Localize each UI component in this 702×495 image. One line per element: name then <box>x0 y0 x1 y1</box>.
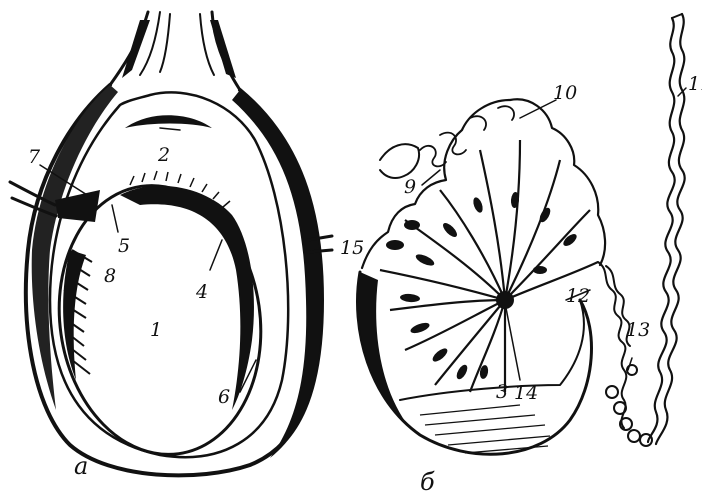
label-3: 3 <box>496 381 508 403</box>
panel-a-label: а <box>74 452 88 480</box>
label-2: 2 <box>157 144 170 166</box>
panel-b-label: б <box>420 468 435 495</box>
label-9: 9 <box>404 176 416 198</box>
label-7: 7 <box>28 146 41 168</box>
label-11: 11 <box>688 73 702 95</box>
label-1: 1 <box>150 319 162 341</box>
panel-a-drawing <box>10 12 332 475</box>
label-4: 4 <box>195 281 208 303</box>
label-10: 10 <box>553 82 577 104</box>
label-6: 6 <box>218 386 230 408</box>
label-14: 14 <box>514 382 538 404</box>
label-13: 13 <box>626 319 650 341</box>
label-8: 8 <box>104 265 116 287</box>
label-12: 12 <box>566 285 590 307</box>
label-5: 5 <box>118 235 130 257</box>
label-15: 15 <box>340 237 364 259</box>
